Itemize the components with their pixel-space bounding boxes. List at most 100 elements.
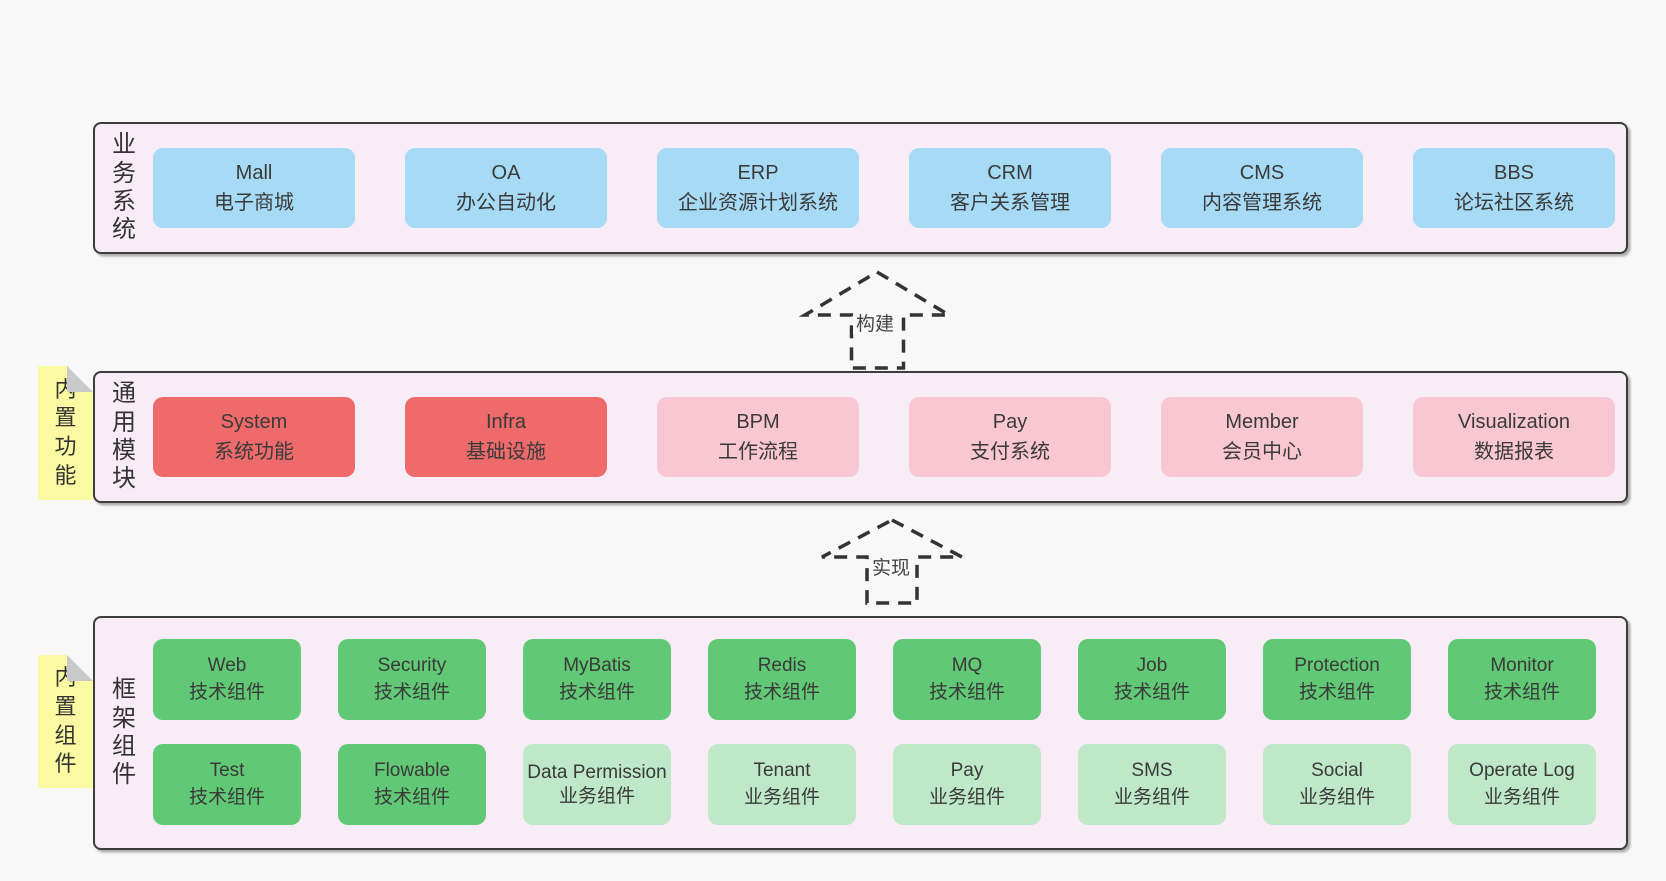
band-framework-components-label: 框架组件 (95, 618, 153, 848)
box-redis: Redis 技术组件 (708, 639, 856, 720)
box-monitor: Monitor 技术组件 (1448, 639, 1596, 720)
box-pay: Pay 支付系统 (909, 397, 1111, 477)
box-title: MQ (951, 654, 983, 676)
dashed-up-arrow-build (798, 269, 956, 370)
band-common-modules-label: 通用模块 (95, 380, 153, 493)
box-subtitle: 业务组件 (1298, 786, 1375, 808)
box-job: Job 技术组件 (1078, 639, 1226, 720)
box-subtitle: 办公自动化 (456, 192, 556, 214)
band-label-text: 通用模块 (112, 380, 136, 493)
box-subtitle: 技术组件 (928, 681, 1005, 703)
box-title: Data Permission (527, 761, 667, 783)
band-label-text: 业务系统 (112, 131, 136, 244)
box-system: System 系统功能 (153, 397, 355, 477)
box-mq: MQ 技术组件 (893, 639, 1041, 720)
box-subtitle: 业务组件 (928, 786, 1005, 808)
box-title: ERP (737, 162, 779, 184)
band-common-modules: 通用模块 System 系统功能 Infra 基础设施 BPM 工作流程 Pay… (93, 371, 1628, 503)
sticky-note-builtin-features: 内置功能 (38, 366, 93, 500)
box-subtitle: 会员中心 (1222, 441, 1302, 463)
box-title: Member (1225, 411, 1299, 433)
box-subtitle: 基础设施 (466, 441, 546, 463)
box-flowable: Flowable 技术组件 (338, 744, 486, 825)
box-subtitle: 业务组件 (558, 785, 635, 807)
box-erp: ERP 企业资源计划系统 (657, 148, 859, 228)
box-title: Flowable (373, 759, 451, 781)
box-member: Member 会员中心 (1161, 397, 1363, 477)
box-title: Job (1136, 654, 1168, 676)
band-label-text: 框架组件 (112, 676, 136, 789)
note-text: 内置组件 (54, 665, 77, 777)
box-subtitle: 系统功能 (214, 441, 294, 463)
box-title: Web (207, 654, 247, 676)
box-subtitle: 技术组件 (1113, 681, 1190, 703)
box-title: CRM (987, 162, 1033, 184)
box-title: Operate Log (1469, 759, 1575, 781)
box-title: Social (1311, 759, 1363, 781)
band-business-systems: 业务系统 Mall 电子商城 OA 办公自动化 ERP 企业资源计划系统 CRM… (93, 122, 1628, 254)
common-modules-row: System 系统功能 Infra 基础设施 BPM 工作流程 Pay 支付系统… (153, 397, 1615, 477)
box-title: BPM (736, 411, 780, 433)
band-framework-components: 框架组件 Web 技术组件 Security 技术组件 MyBatis 技术组件… (93, 616, 1628, 850)
box-sms: SMS 业务组件 (1078, 744, 1226, 825)
box-subtitle: 论坛社区系统 (1454, 192, 1574, 214)
box-title: Monitor (1490, 654, 1554, 676)
box-title: BBS (1493, 162, 1535, 184)
box-subtitle: 数据报表 (1474, 441, 1554, 463)
box-title: Test (209, 759, 245, 781)
box-tenant: Tenant 业务组件 (708, 744, 856, 825)
box-web: Web 技术组件 (153, 639, 301, 720)
box-pay-business: Pay 业务组件 (893, 744, 1041, 825)
box-title: Security (377, 654, 447, 676)
box-test: Test 技术组件 (153, 744, 301, 825)
note-text: 内置功能 (54, 376, 77, 488)
box-operate-log: Operate Log 业务组件 (1448, 744, 1596, 825)
box-oa: OA 办公自动化 (405, 148, 607, 228)
framework-row-2: Test 技术组件 Flowable 技术组件 Data Permission … (153, 744, 1596, 825)
box-mall: Mall 电子商城 (153, 148, 355, 228)
box-bbs: BBS 论坛社区系统 (1413, 148, 1615, 228)
box-title: Tenant (753, 759, 811, 781)
box-title: MyBatis (563, 654, 631, 676)
band-business-systems-label: 业务系统 (95, 131, 153, 244)
box-protection: Protection 技术组件 (1263, 639, 1411, 720)
box-subtitle: 客户关系管理 (950, 192, 1070, 214)
box-title: Protection (1294, 654, 1380, 676)
box-subtitle: 企业资源计划系统 (678, 192, 838, 214)
box-subtitle: 内容管理系统 (1202, 192, 1322, 214)
box-cms: CMS 内容管理系统 (1161, 148, 1363, 228)
box-title: Infra (485, 411, 527, 433)
box-subtitle: 技术组件 (373, 681, 450, 703)
box-security: Security 技术组件 (338, 639, 486, 720)
box-infra: Infra 基础设施 (405, 397, 607, 477)
box-subtitle: 技术组件 (1483, 681, 1560, 703)
box-title: Visualization (1458, 411, 1570, 433)
box-title: Pay (950, 759, 984, 781)
note-fold-icon (67, 655, 93, 681)
box-title: Redis (757, 654, 807, 676)
box-subtitle: 技术组件 (188, 786, 265, 808)
box-subtitle: 技术组件 (743, 681, 820, 703)
box-subtitle: 业务组件 (1483, 786, 1560, 808)
box-mybatis: MyBatis 技术组件 (523, 639, 671, 720)
box-subtitle: 技术组件 (373, 786, 450, 808)
box-subtitle: 支付系统 (970, 441, 1050, 463)
business-systems-row: Mall 电子商城 OA 办公自动化 ERP 企业资源计划系统 CRM 客户关系… (153, 148, 1615, 228)
box-title: Mall (235, 162, 273, 184)
box-subtitle: 工作流程 (718, 441, 798, 463)
arrow-label-implement: 实现 (869, 558, 914, 579)
box-title: System (220, 411, 288, 433)
framework-row-1: Web 技术组件 Security 技术组件 MyBatis 技术组件 Redi… (153, 639, 1596, 720)
box-title: Pay (992, 411, 1028, 433)
framework-components-grid: Web 技术组件 Security 技术组件 MyBatis 技术组件 Redi… (153, 618, 1596, 848)
box-visualization: Visualization 数据报表 (1413, 397, 1615, 477)
box-social: Social 业务组件 (1263, 744, 1411, 825)
box-title: OA (491, 162, 521, 184)
box-subtitle: 电子商城 (214, 192, 294, 214)
up-arrow-icon (798, 269, 956, 370)
box-crm: CRM 客户关系管理 (909, 148, 1111, 228)
box-subtitle: 技术组件 (188, 681, 265, 703)
box-subtitle: 业务组件 (1113, 786, 1190, 808)
note-fold-icon (67, 366, 93, 392)
